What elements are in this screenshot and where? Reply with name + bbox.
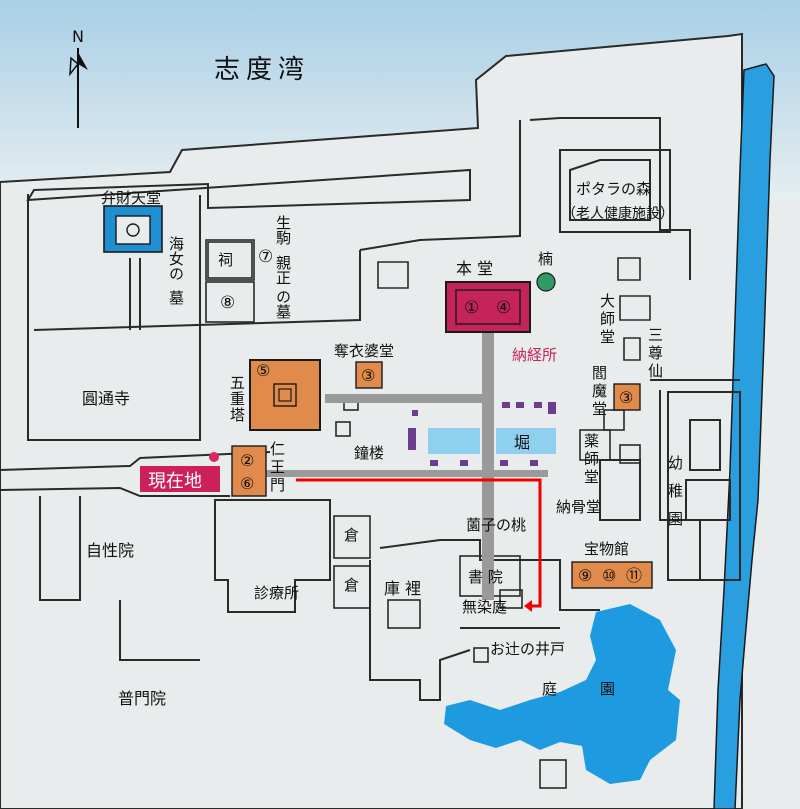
north-arrow: N bbox=[69, 27, 88, 128]
label-kura-2: 倉 bbox=[344, 576, 359, 594]
five-story-pagoda bbox=[249, 359, 321, 431]
label-jishoin: 自性院 bbox=[86, 541, 134, 560]
marker-4: ④ bbox=[496, 298, 511, 318]
label-youchien-2: 稚 bbox=[668, 482, 683, 500]
label-nokotsudo: 納骨堂 bbox=[556, 498, 601, 516]
label-youchien-1: 幼 bbox=[668, 454, 683, 472]
label-daishido-1: 大 bbox=[600, 292, 615, 310]
datsueba-box bbox=[355, 361, 383, 389]
marker-5: ⑤ bbox=[256, 361, 270, 380]
label-entsuji: 圓通寺 bbox=[82, 389, 130, 408]
label-ikoma-2: 親正 bbox=[274, 255, 292, 285]
label-kura-1: 倉 bbox=[344, 526, 359, 544]
label-ikoma-3: の墓 bbox=[274, 289, 292, 319]
garden-pond bbox=[444, 604, 680, 784]
label-niomon-2: 王 bbox=[270, 458, 285, 476]
label-yakushido-2: 師 bbox=[584, 450, 599, 468]
label-shoin: 書 院 bbox=[468, 568, 503, 586]
enmado-box bbox=[613, 383, 641, 411]
benzaiten-hall bbox=[103, 205, 163, 330]
wall-outlines bbox=[0, 117, 741, 701]
moat-left bbox=[428, 428, 480, 454]
label-enmado-3: 堂 bbox=[592, 400, 607, 418]
label-otsuji: お辻の井戸 bbox=[490, 640, 565, 658]
label-enmado-1: 閻 bbox=[592, 364, 607, 382]
label-nokyosho: 納経所 bbox=[512, 346, 557, 364]
marker-1: ① bbox=[464, 298, 479, 318]
label-niomon-1: 仁 bbox=[270, 440, 285, 458]
label-hori: 堀 bbox=[514, 433, 530, 452]
label-ranjo: 薗子の桃 bbox=[466, 516, 526, 534]
label-sanzon-3: 仙 bbox=[648, 362, 663, 380]
marker-11: ⑪ bbox=[626, 566, 642, 585]
route bbox=[296, 478, 542, 612]
label-sanzon-1: 三 bbox=[648, 326, 663, 344]
label-goju-3: 塔 bbox=[230, 406, 245, 424]
sea-label: 志度湾 bbox=[214, 55, 310, 85]
label-datsueba: 奪衣婆堂 bbox=[334, 342, 394, 360]
label-youchien-3: 園 bbox=[668, 510, 683, 528]
marker-6: ⑥ bbox=[240, 474, 254, 493]
label-potala-2: （老人健康施設） bbox=[562, 205, 674, 222]
river bbox=[713, 63, 775, 809]
marker-8: ⑧ bbox=[220, 293, 235, 313]
label-kuri: 庫 裡 bbox=[384, 579, 421, 598]
label-ama-1: 海女の bbox=[167, 236, 185, 281]
marker-3b: ③ bbox=[619, 388, 633, 407]
label-shoro: 鐘楼 bbox=[354, 444, 384, 462]
label-teien-2: 園 bbox=[600, 680, 615, 698]
marker-2: ② bbox=[240, 451, 254, 470]
marker-3a: ③ bbox=[361, 366, 375, 385]
label-yakushido-3: 堂 bbox=[584, 468, 599, 486]
walkways bbox=[262, 330, 548, 600]
main-hall bbox=[445, 281, 531, 333]
moat-right bbox=[496, 428, 556, 454]
label-goju-2: 重 bbox=[230, 390, 245, 408]
label-daishido-3: 堂 bbox=[600, 328, 615, 346]
label-potala-1: ポタラの森 bbox=[576, 180, 651, 198]
label-benzaiten: 弁財天堂 bbox=[101, 189, 161, 207]
label-enmado-2: 魔 bbox=[592, 382, 607, 400]
label-niomon-3: 門 bbox=[270, 476, 285, 494]
current-dot bbox=[209, 452, 219, 462]
label-ikoma-1: 生駒 bbox=[274, 215, 292, 246]
moat-decor bbox=[408, 402, 556, 466]
marker-9: ⑨ bbox=[578, 566, 592, 585]
label-shinryojo: 診療所 bbox=[254, 584, 299, 602]
current-location-label: 現在地 bbox=[148, 471, 202, 492]
marker-7: ⑦ bbox=[258, 247, 273, 267]
label-goju-1: 五 bbox=[230, 374, 245, 392]
label-sanzon-2: 尊 bbox=[648, 344, 663, 362]
marker-10: ⑩ bbox=[602, 566, 616, 585]
label-daishido-2: 師 bbox=[600, 310, 615, 328]
label-yakushido-1: 薬 bbox=[584, 432, 599, 450]
label-mushotei: 無染庭 bbox=[462, 598, 507, 616]
current-location-bg bbox=[140, 466, 220, 492]
land-area bbox=[0, 32, 743, 809]
label-kusunoki: 楠 bbox=[538, 250, 553, 268]
treasure-box bbox=[571, 561, 653, 589]
niomon-box bbox=[231, 445, 267, 497]
label-hokora: 祠 bbox=[218, 251, 233, 269]
camphor-tree bbox=[536, 272, 556, 292]
label-hotsukan: 宝物館 bbox=[584, 540, 629, 558]
label-fumonin: 普門院 bbox=[118, 689, 166, 708]
label-ama-2: 墓 bbox=[167, 290, 185, 305]
label-hondo: 本 堂 bbox=[456, 259, 493, 278]
label-teien-1: 庭 bbox=[542, 680, 557, 698]
north-label: N bbox=[72, 27, 84, 46]
small-buildings bbox=[205, 239, 651, 789]
